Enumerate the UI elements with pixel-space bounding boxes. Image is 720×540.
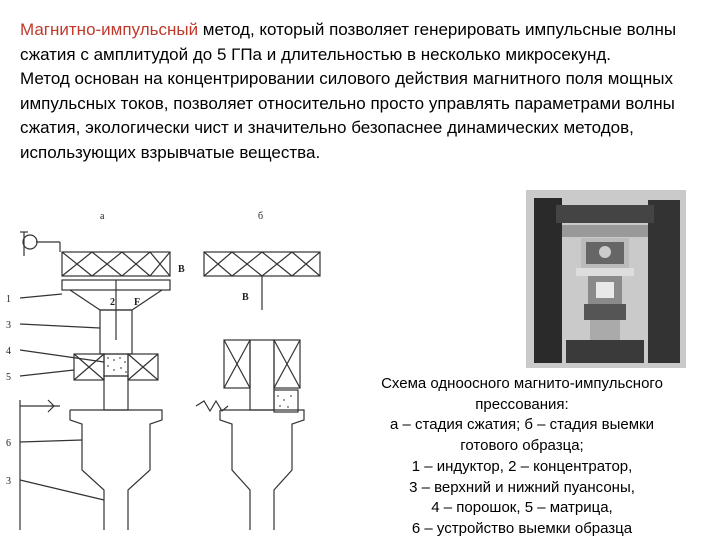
label-B-right: В (242, 292, 249, 303)
label-a: а (100, 211, 105, 222)
label-num-1: 1 (6, 294, 11, 305)
press-scheme-diagram: а б В В F 2 1 3 4 5 6 3 (0, 211, 340, 540)
caption-line: 3 – верхний и нижний пуансоны, (409, 478, 635, 496)
label-num-4: 4 (6, 346, 11, 357)
intro-line1-rest: метод, который позволяет генерировать им… (20, 20, 677, 64)
intro-text: Магнитно-импульсный метод, который позво… (20, 18, 680, 165)
caption-line: а – стадия сжатия; б – стадия выемки (390, 416, 654, 434)
label-F: F (134, 297, 140, 308)
highlight-term: Магнитно-импульсный (20, 20, 199, 39)
label-num-3-top: 3 (6, 320, 11, 331)
caption-line: 4 – порошок, 5 – матрица, (431, 499, 613, 517)
label-B-left: В (178, 264, 185, 275)
label-num-5: 5 (6, 372, 11, 383)
intro-paragraph-2: Метод основан на концентрировании силово… (20, 69, 675, 162)
label-num-3-bottom: 3 (6, 476, 11, 487)
caption-line: 6 – устройство выемки образца (411, 519, 633, 537)
figure-caption: Схема одноосного магнито-импульсного пре… (342, 374, 702, 540)
caption-line: Схема одноосного магнито-импульсного (381, 375, 663, 392)
device-photo (526, 190, 686, 368)
caption-line: готового образца; (460, 437, 584, 455)
caption-line: прессования: (475, 395, 569, 413)
label-b: б (258, 211, 263, 222)
label-num-6: 6 (6, 438, 11, 449)
label-2: 2 (110, 297, 115, 308)
caption-line: 1 – индуктор, 2 – концентратор, (411, 457, 633, 475)
intro-paragraph-1: Магнитно-импульсный метод, который позво… (20, 18, 680, 67)
